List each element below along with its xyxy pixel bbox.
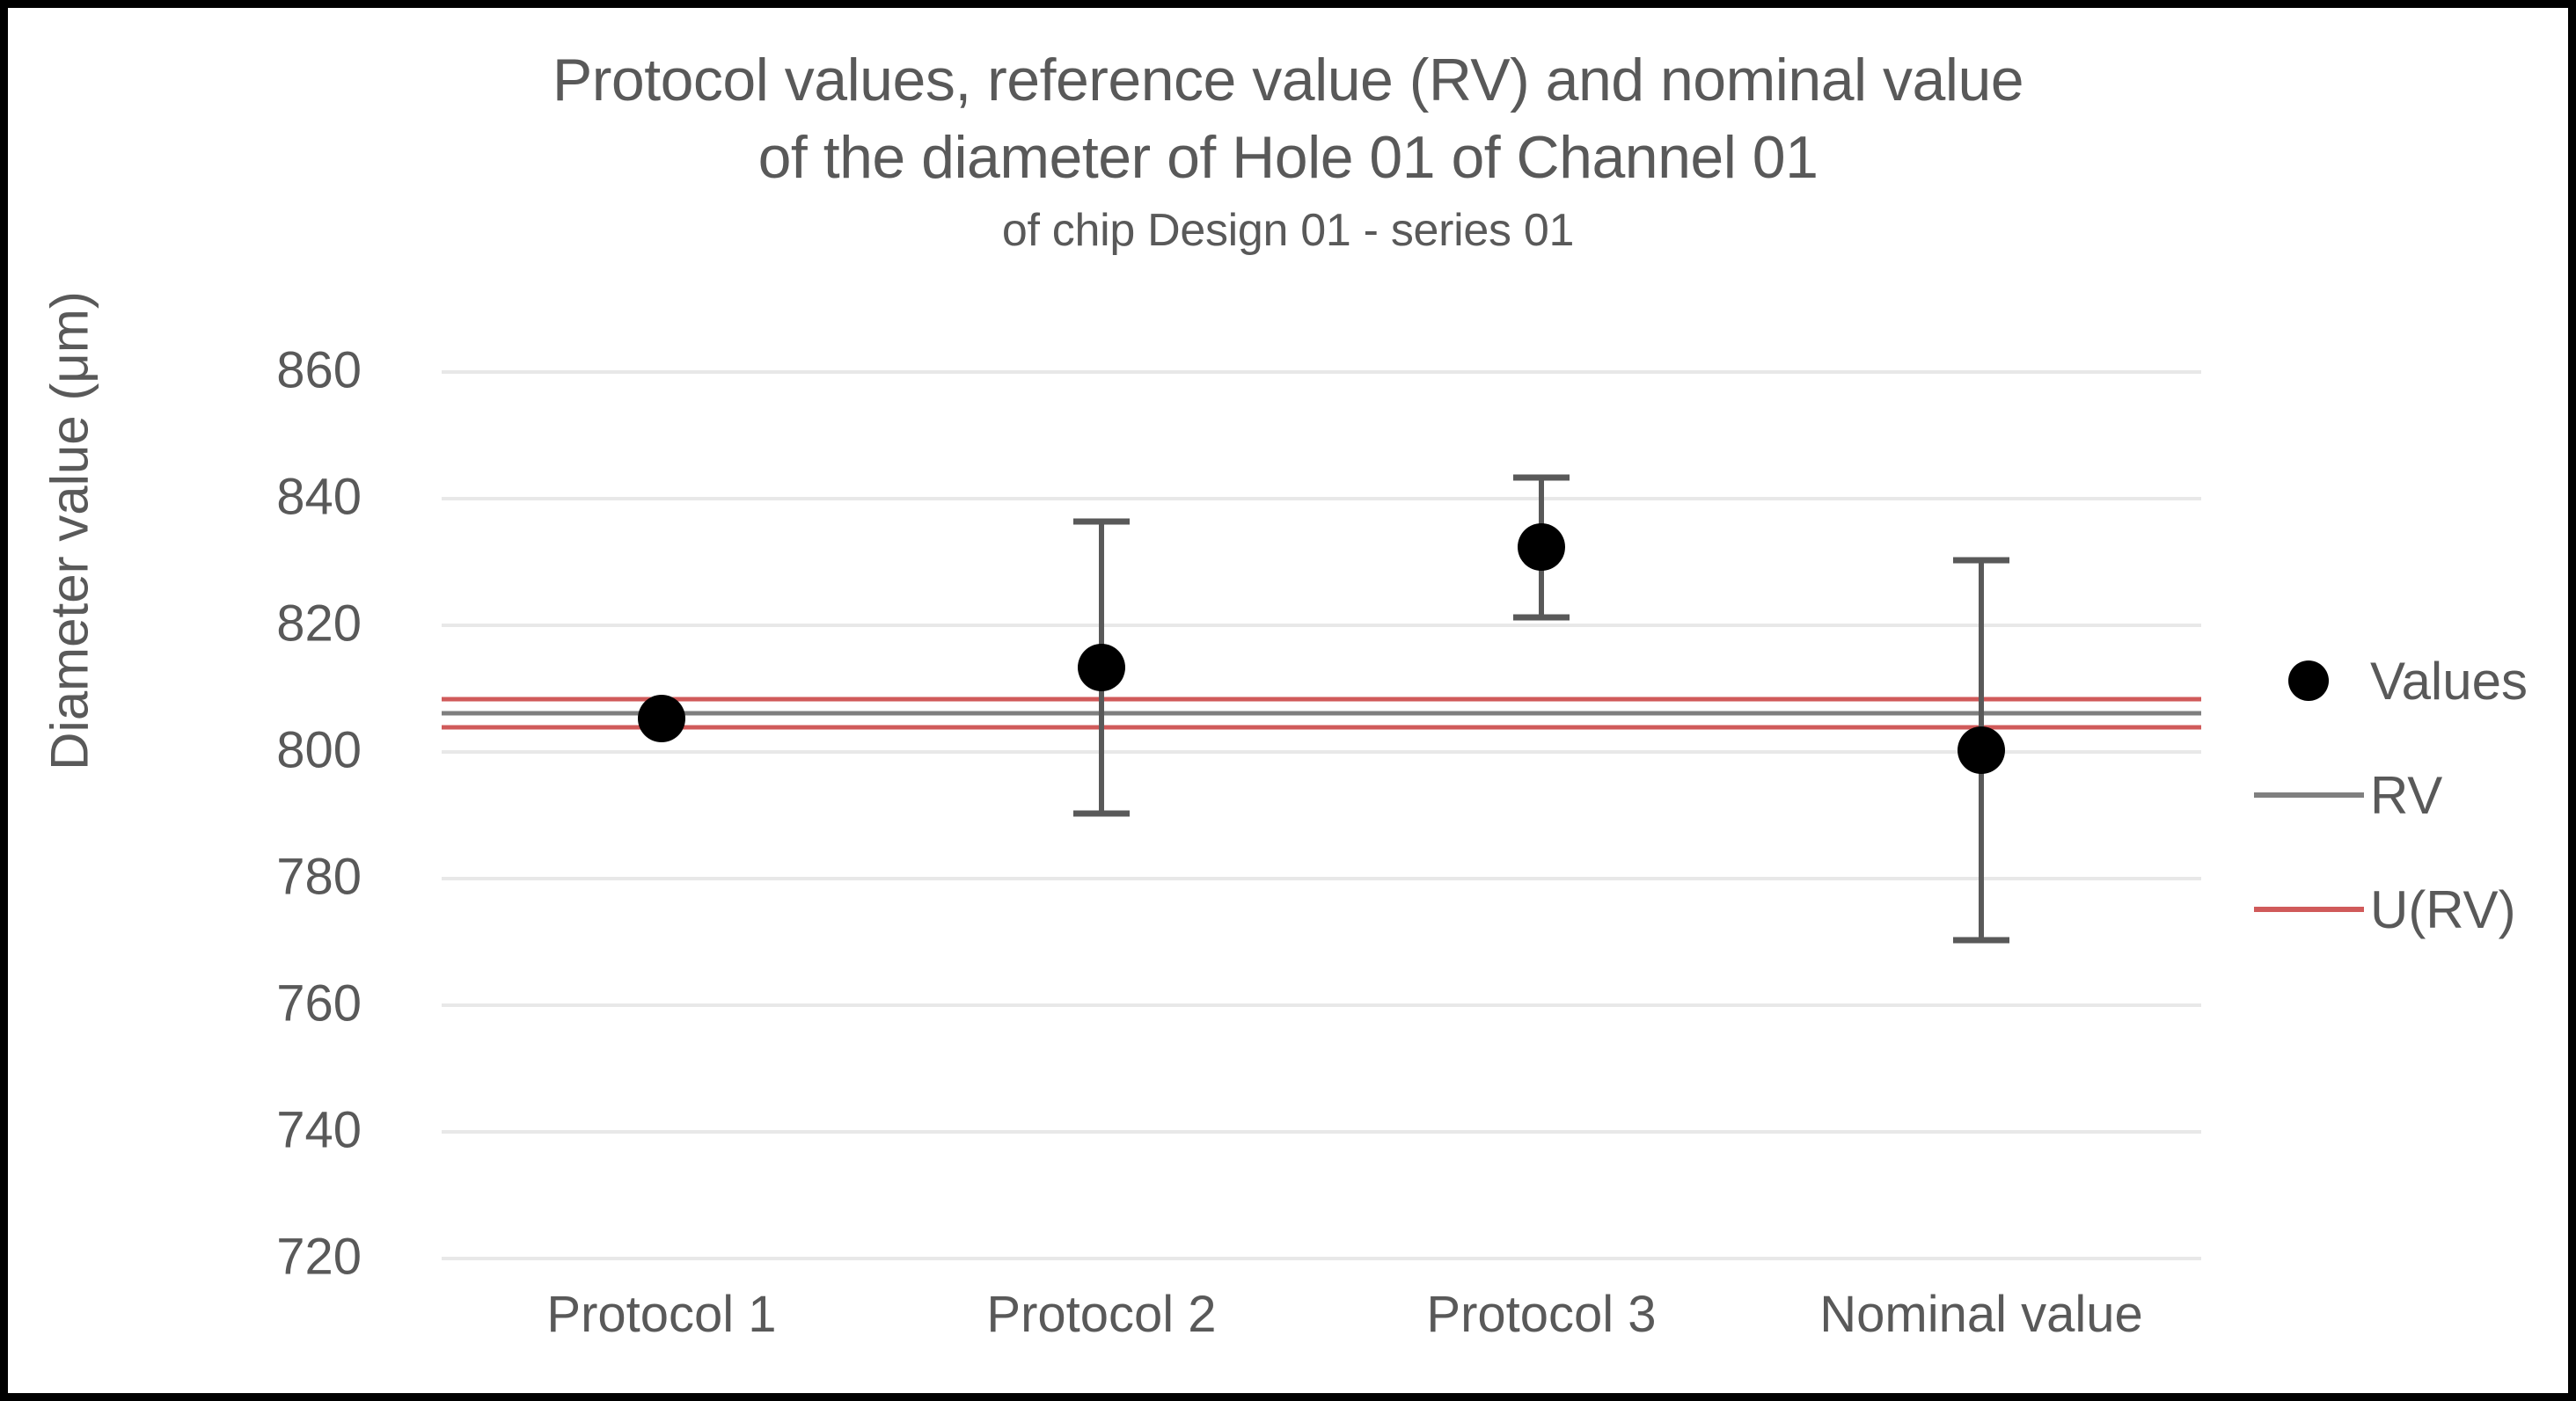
error-cap-top-nominal-value <box>1953 557 2009 564</box>
chart-title-line-1: Protocol values, reference value (RV) an… <box>552 47 2024 113</box>
gridline-840 <box>442 497 2201 500</box>
legend-label-urv: U(RV) <box>2370 879 2516 939</box>
gridline-740 <box>442 1130 2201 1134</box>
x-tick-label-protocol-2: Protocol 2 <box>986 1286 1217 1343</box>
chart-title-line-2: of the diameter of Hole 01 of Channel 01 <box>757 124 1819 191</box>
legend-line-gray-icon <box>2247 792 2370 798</box>
legend-item-values[interactable]: Values <box>2247 624 2568 738</box>
legend-label-values: Values <box>2370 651 2528 711</box>
gridline-760 <box>442 1003 2201 1007</box>
y-tick-label-820: 820 <box>276 595 362 653</box>
x-tick-label-protocol-3: Protocol 3 <box>1426 1286 1657 1343</box>
y-tick-label-840: 840 <box>276 468 362 526</box>
gridline-800 <box>442 750 2201 754</box>
y-tick-label-720: 720 <box>276 1228 362 1286</box>
y-axis-title: Diameter value (μm) <box>40 291 99 770</box>
error-cap-top-protocol-2 <box>1073 518 1130 525</box>
y-tick-label-760: 760 <box>276 974 362 1033</box>
y-tick-label-780: 780 <box>276 848 362 906</box>
legend-label-rv: RV <box>2370 765 2443 825</box>
legend-marker-dot-icon <box>2247 660 2370 701</box>
data-point-protocol-1 <box>638 695 685 742</box>
y-tick-label-800: 800 <box>276 721 362 779</box>
legend-item-rv[interactable]: RV <box>2247 738 2568 852</box>
chart-legend: Values RV U(RV) <box>2247 624 2568 967</box>
chart-title-block: Protocol values, reference value (RV) an… <box>8 41 2568 265</box>
urv-lower-line <box>442 725 2201 730</box>
gridline-860 <box>442 370 2201 374</box>
y-tick-label-860: 860 <box>276 341 362 399</box>
y-tick-label-740: 740 <box>276 1101 362 1159</box>
legend-item-urv[interactable]: U(RV) <box>2247 852 2568 967</box>
error-cap-bottom-protocol-3 <box>1513 614 1570 621</box>
gridline-780 <box>442 877 2201 880</box>
plot-area <box>442 370 2201 1260</box>
x-tick-label-protocol-1: Protocol 1 <box>546 1286 777 1343</box>
data-point-protocol-2 <box>1078 644 1125 691</box>
gridline-820 <box>442 624 2201 627</box>
data-point-protocol-3 <box>1518 523 1565 571</box>
chart-subtitle: of chip Design 01 - series 01 <box>1001 205 1575 256</box>
legend-line-red-icon <box>2247 907 2370 912</box>
error-cap-top-protocol-3 <box>1513 474 1570 481</box>
x-tick-label-nominal-value: Nominal value <box>1819 1286 2143 1343</box>
data-point-nominal-value <box>1958 726 2005 774</box>
urv-upper-line <box>442 697 2201 702</box>
gridline-720 <box>442 1257 2201 1260</box>
error-cap-bottom-nominal-value <box>1953 937 2009 944</box>
rv-line <box>442 711 2201 716</box>
error-cap-bottom-protocol-2 <box>1073 810 1130 817</box>
